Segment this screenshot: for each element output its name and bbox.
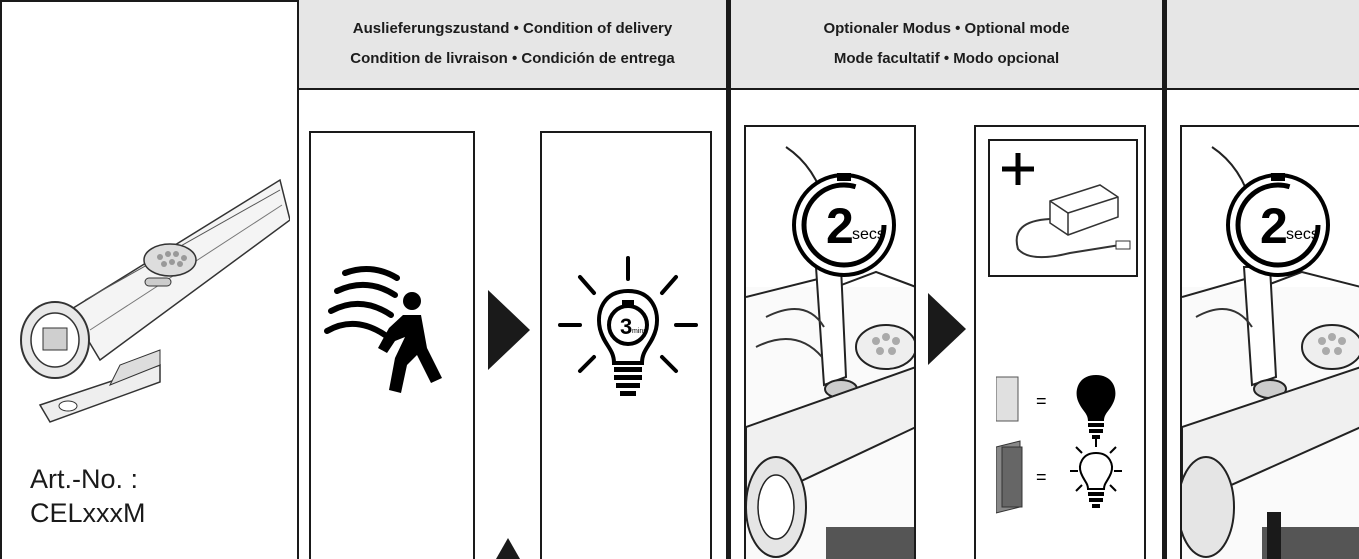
header-line-2: Condition de livraison • Condición de en… — [350, 50, 675, 67]
arrow-up-icon — [496, 538, 520, 559]
timer-3-unit: mins — [632, 328, 647, 335]
timer-bulb-panel: 3 mins — [540, 131, 712, 559]
product-sensor-light-illustration — [20, 178, 290, 423]
press-button-panel: 2 secs — [744, 125, 916, 559]
timer-2-unit: secs — [1286, 226, 1319, 243]
frame-left — [0, 0, 2, 559]
equals-sign: = — [1036, 391, 1047, 411]
header-line-2: Mode facultatif • Modo opcional — [833, 50, 1060, 67]
plug-accessory-icon — [1002, 153, 1131, 259]
frame-divider-1 — [297, 0, 299, 559]
header-line-1: Optionaler Modus • Optional mode — [823, 20, 1070, 37]
plug-accessory-box — [988, 139, 1138, 277]
frame-divider-2 — [726, 0, 731, 559]
motion-panel — [309, 131, 475, 559]
light-bulb-timer-icon: 3 mins — [558, 256, 698, 396]
header-condition-of-delivery: Auslieferungszustand • Condition of deli… — [299, 0, 726, 88]
mode-legend: = = — [996, 375, 1122, 514]
accessory-panel: = = — [974, 125, 1146, 559]
arrow-right-icon — [928, 293, 966, 365]
stopwatch-2-secs-icon: 2 secs — [1226, 173, 1330, 277]
timer-2-value: 2 — [826, 198, 854, 254]
frame-divider-3 — [1162, 0, 1167, 559]
timer-2-value: 2 — [1260, 198, 1288, 254]
header-underline — [299, 88, 1359, 90]
article-number: CELxxxM — [30, 498, 146, 528]
header-optional-mode: Optionaler Modus • Optional mode Mode fa… — [731, 0, 1162, 88]
finger-press-button-icon — [746, 146, 914, 559]
timer-2-unit: secs — [852, 226, 885, 243]
header-third-column — [1167, 0, 1359, 88]
bottom-post — [1267, 512, 1281, 559]
arrow-right-icon — [488, 290, 530, 370]
motion-sensor-person-icon — [324, 266, 442, 393]
article-label: Art.-No. : — [30, 464, 139, 494]
equals-sign: = — [1036, 467, 1047, 487]
press-button-panel-2: 2 secs — [1180, 125, 1359, 559]
timer-3-value: 3 — [620, 314, 632, 339]
stopwatch-2-secs-icon: 2 secs — [792, 173, 896, 277]
header-line-1: Auslieferungszustand • Condition of deli… — [352, 20, 673, 37]
